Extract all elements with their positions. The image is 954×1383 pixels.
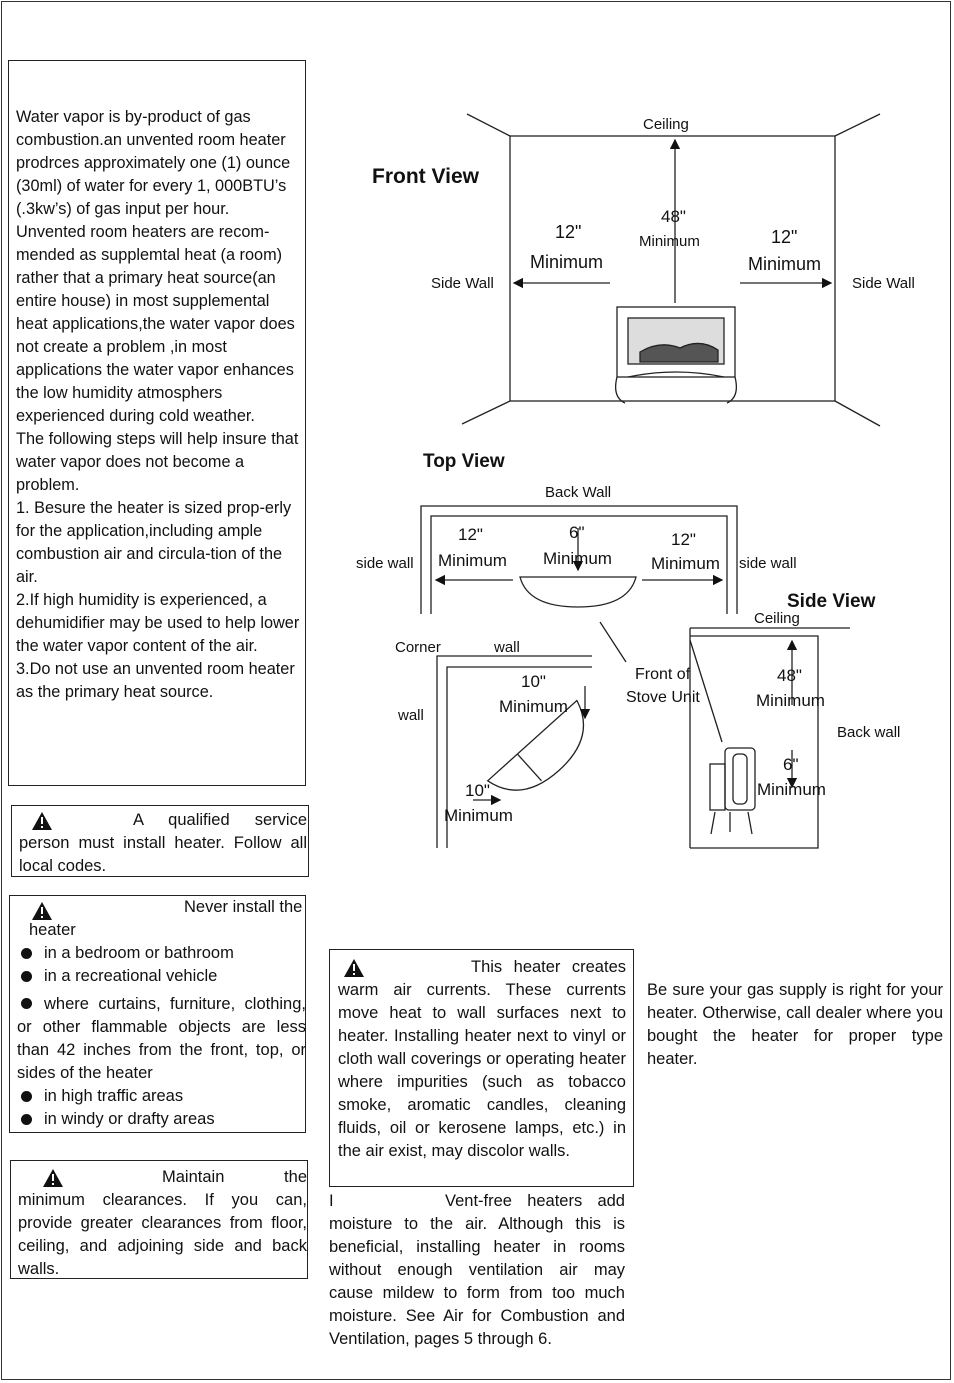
never-install-warning-box: Never install the heater in a bedroom or… [9,895,306,1133]
water-vapor-step-2: 2.If high humidity is experienced, a deh… [16,591,300,655]
maintain-clearances-text: Maintain the minimum clearances. If you … [18,1168,307,1278]
water-vapor-step-1: 1. Besure the heater is sized prop-erly … [16,499,292,586]
warning-icon [32,812,52,830]
bullet-icon [21,1114,32,1125]
front-view-left-wall-label: Side Wall [431,275,494,292]
list-item: where curtains, furniture, clothing, or … [17,995,306,1082]
water-vapor-paragraph-2: Unvented room heaters are recom-mended a… [16,223,295,425]
water-vapor-step-3: 3.Do not use an unvented room heater as … [16,660,295,701]
front-view-center-label: Minimum [639,233,700,250]
warning-icon [32,902,52,920]
side-view-ceiling-label: Ceiling [754,610,800,627]
vent-free-initial: I [329,1192,334,1210]
qualified-service-text: A qualified service person must install … [19,811,307,875]
clearance-diagram: Front View Ceiling 48" Minimum 12" Minim… [356,113,915,849]
top-view-left-label: Minimum [438,551,507,570]
warning-icon [344,959,364,977]
maintain-clearances-warning-box: Maintain the minimum clearances. If you … [10,1160,308,1279]
side-view-back-wall-label: Back wall [837,724,900,741]
side-view-title: Side View [787,591,876,612]
front-view-title: Front View [372,165,480,188]
front-view-left-label: Minimum [530,252,603,272]
corner-view-top-wall-label: wall [493,639,520,656]
front-view-left-value: 12" [555,222,581,242]
top-view-center-label: Minimum [543,549,612,568]
top-view-right-value: 12" [671,530,696,549]
top-view-right-wall-label: side wall [739,555,797,572]
warm-air-text: This heater creates warm air currents. T… [338,958,626,1160]
front-view-right-label: Minimum [748,254,821,274]
bullet-icon [21,998,32,1009]
list-item: in windy or drafty areas [17,1108,306,1131]
list-item: in a bedroom or bathroom [17,942,306,965]
list-item: in high traffic areas [17,1085,306,1108]
corner-view-top-label: Minimum [499,697,568,716]
front-view-back-wall [509,135,836,402]
top-view-back-wall-label: Back Wall [545,484,611,501]
front-view-stove-illustration [614,306,738,404]
corner-view-left-wall-label: wall [397,707,424,724]
corner-view-top-value: 10" [521,672,546,691]
front-view-right-wall-label: Side Wall [852,275,915,292]
front-of-stove-label-line-1: Front of [635,666,691,683]
gas-supply-note: Be sure your gas supply is right for you… [647,981,943,1068]
side-view-top-label: Minimum [756,691,825,710]
vent-free-text: Vent-free heaters add moisture to the ai… [329,1192,625,1348]
bullet-icon [21,971,32,982]
top-view-title: Top View [423,451,505,472]
water-vapor-box: Water vapor is by-product of gas combust… [8,60,306,786]
side-view-stove-illustration [709,747,756,835]
water-vapor-paragraph-1: Water vapor is by-product of gas combust… [16,108,291,218]
side-view-bottom-value: 6" [783,755,799,774]
top-view-center-value: 6" [569,523,585,542]
warm-air-warning-box: This heater creates warm air currents. T… [329,949,634,1187]
bullet-icon [21,948,32,959]
list-item: in a recreational vehicle [17,965,306,988]
corner-view-bottom-label: Minimum [444,806,513,825]
side-view-bottom-label: Minimum [757,780,826,799]
front-view-center-value: 48" [661,207,686,226]
corner-view-corner-label: Corner [395,639,441,656]
front-view-right-value: 12" [771,227,797,247]
top-view-right-label: Minimum [651,554,720,573]
front-view-ceiling-label: Ceiling [643,116,689,133]
water-vapor-paragraph-3: The following steps will help insure tha… [16,430,299,494]
warning-icon [43,1169,63,1187]
bullet-icon [21,1091,32,1102]
top-view-left-value: 12" [458,525,483,544]
top-view-left-wall-label: side wall [356,555,414,572]
side-view-top-value: 48" [777,666,802,685]
never-install-lead: Never install the heater [29,898,303,939]
front-of-stove-label-line-2: Stove Unit [626,689,700,706]
corner-view-bottom-value: 10" [465,781,490,800]
qualified-service-warning-box: A qualified service person must install … [11,805,309,877]
